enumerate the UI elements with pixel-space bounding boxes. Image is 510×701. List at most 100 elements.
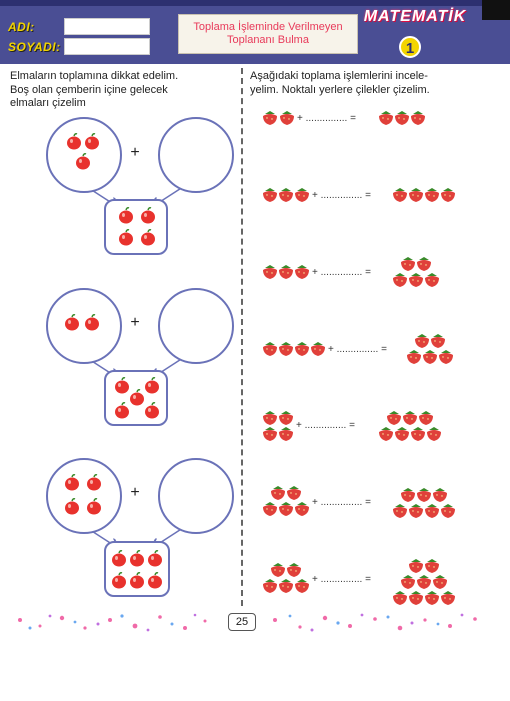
addition-row-2: + ............... = [262, 185, 492, 225]
strawberry-icon [424, 503, 440, 524]
strawberry-icon [386, 410, 402, 431]
strawberry-icon [278, 187, 294, 208]
apple-icon [66, 133, 82, 155]
strawberry-icon [426, 426, 442, 447]
strawberry-icon [278, 410, 294, 431]
apple-icon [64, 498, 80, 520]
strawberry-icon [408, 503, 424, 524]
strawberry-icon [278, 501, 294, 522]
apple-icon [86, 498, 102, 520]
strawberry-icon [402, 410, 418, 431]
strawberry-icon [408, 187, 424, 208]
strawberry-icon [294, 187, 310, 208]
strawberry-icon [392, 590, 408, 611]
apple-icon [140, 207, 156, 229]
strawberry-icon [262, 410, 278, 431]
blank-to-fill[interactable]: + ............... = [297, 113, 356, 124]
strawberry-icon [286, 485, 302, 506]
strawberry-icon [378, 426, 394, 447]
total-apples-box-2 [104, 370, 168, 426]
strawberry-icon [294, 578, 310, 599]
answer-circle-3[interactable] [158, 458, 234, 534]
worksheet-title: Toplama İşleminde Verilmeyen Toplananı B… [178, 14, 358, 54]
strawberry-icon [278, 341, 294, 362]
apple-icon [144, 402, 160, 424]
strawberry-icon [392, 187, 408, 208]
left-instructions: Elmaların toplamına dikkat edelim. Boş o… [10, 70, 238, 111]
strawberry-icon [432, 487, 448, 508]
apple-icon [114, 402, 130, 424]
apple-icon [118, 229, 134, 251]
addition-row-4: + ............... = [262, 333, 492, 373]
apple-icon [129, 550, 145, 572]
right-instr-line-2: yelim. Noktalı yerlere çilekler çizelim. [250, 83, 430, 96]
name-field[interactable] [64, 18, 150, 35]
name-label: ADI: [8, 19, 35, 34]
strawberry-icon [262, 264, 278, 285]
strawberry-icon [394, 110, 410, 131]
given-apples-circle-3 [46, 458, 122, 534]
strawberry-icon [294, 341, 310, 362]
strawberry-icon [438, 349, 454, 370]
apple-icon [111, 572, 127, 594]
apple-icon [114, 377, 130, 399]
apple-icon [84, 314, 100, 336]
strawberry-icon [262, 578, 278, 599]
strawberry-icon [408, 590, 424, 611]
strawberry-icon [278, 264, 294, 285]
strawberry-icon [414, 333, 430, 354]
strawberry-icon [262, 110, 278, 131]
addition-row-5: + ............... = [262, 410, 492, 450]
blank-to-fill[interactable]: + ............... = [296, 420, 355, 431]
answer-circle-1[interactable] [158, 117, 234, 193]
strawberry-icon [378, 110, 394, 131]
strawberry-icon [432, 574, 448, 595]
title-line-1: Toplama İşleminde Verilmeyen [193, 21, 343, 33]
strawberry-icon [392, 272, 408, 293]
blank-to-fill[interactable]: + ............... = [328, 344, 387, 355]
page-number: 25 [228, 613, 256, 631]
strawberry-icon [440, 590, 456, 611]
strawberry-icon [278, 578, 294, 599]
strawberry-icon [392, 503, 408, 524]
apple-icon [86, 474, 102, 496]
strawberry-icon [278, 426, 294, 447]
strawberry-icon [406, 349, 422, 370]
strawberry-icon [262, 501, 278, 522]
left-instr-line-3: elmaları çizelim [10, 97, 86, 109]
answer-circle-2[interactable] [158, 288, 234, 364]
blank-to-fill[interactable]: + ............... = [312, 190, 371, 201]
strawberry-icon [294, 501, 310, 522]
strawberry-icon [416, 487, 432, 508]
strawberry-icon [440, 503, 456, 524]
plus-sign: + [130, 484, 140, 501]
addition-row-3: + ............... = [262, 256, 492, 296]
blank-to-fill[interactable]: + ............... = [312, 267, 371, 278]
surname-field[interactable] [64, 38, 150, 55]
strawberry-icon [416, 574, 432, 595]
strawberry-icon [408, 272, 424, 293]
strawberry-icon [262, 426, 278, 447]
apple-icon [111, 550, 127, 572]
apple-icon [147, 572, 163, 594]
strawberry-icon [424, 558, 440, 579]
apple-icon [144, 377, 160, 399]
total-apples-box-1 [104, 199, 168, 255]
addition-row-7: + ............... = [262, 558, 492, 605]
column-divider [241, 68, 243, 606]
addition-row-6: + ............... = [262, 485, 492, 525]
blank-to-fill[interactable]: + ............... = [312, 497, 371, 508]
blank-to-fill[interactable]: + ............... = [312, 574, 371, 585]
grade-badge: 1 [399, 36, 421, 58]
strawberry-icon [400, 574, 416, 595]
strawberry-icon [262, 341, 278, 362]
footer-flower-border [18, 613, 477, 632]
left-instr-line-1: Elmaların toplamına dikkat edelim. [10, 70, 179, 82]
strawberry-icon [310, 341, 326, 362]
strawberry-icon [400, 487, 416, 508]
strawberry-icon [416, 256, 432, 277]
title-line-2: Toplananı Bulma [227, 34, 309, 46]
addition-row-1: + ............... = [262, 108, 492, 148]
header-bar: ADI: SOYADI: Toplama İşleminde Verilmeye… [0, 0, 510, 64]
